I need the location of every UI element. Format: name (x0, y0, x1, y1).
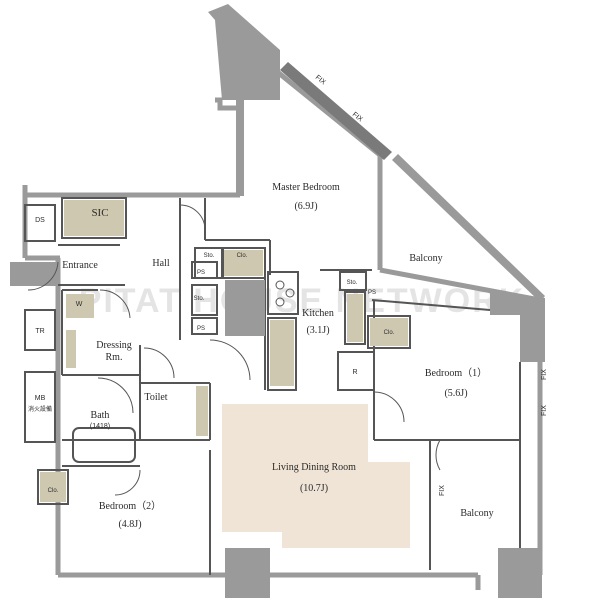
living-dining-size: (10.7J) (300, 483, 328, 494)
watermark: PITAT HOUSE NETWORK (79, 282, 526, 320)
master-bedroom-size: (6.9J) (294, 201, 317, 212)
ps-label: PS (197, 270, 205, 276)
storage-fills (40, 200, 408, 502)
structural-column-bottom-right (498, 548, 542, 598)
cooktop (275, 280, 295, 307)
dressing-room-label: Dressing (96, 340, 132, 351)
ds-label: DS (35, 217, 45, 224)
balcony-top-label: Balcony (409, 253, 442, 264)
mb-label: MB (35, 395, 46, 402)
bath-label: Bath (91, 410, 110, 421)
structural-column-right (490, 292, 545, 362)
kitchen-size: (3.1J) (306, 325, 329, 336)
mb-sub-label: 消火設備 (28, 405, 52, 413)
fix-label: FIX (314, 74, 327, 87)
closet-label: Clo. (384, 330, 395, 336)
storage-label: Sto. (194, 296, 205, 302)
storage-label: Sto. (347, 280, 358, 286)
structural-column-top (208, 4, 280, 100)
structural-column-bottom-mid (225, 548, 270, 598)
structural-wall-diagonal (280, 62, 392, 160)
sic-label: SIC (91, 207, 108, 219)
toilet-label: Toilet (144, 392, 167, 403)
storage-label: Sto. (204, 253, 215, 259)
bedroom1-label: Bedroom（1） (425, 367, 487, 379)
closet-label: Clo. (48, 488, 59, 494)
bedroom1-size: (5.6J) (444, 388, 467, 399)
structural-column-left (10, 262, 58, 286)
washer-label: W (76, 301, 83, 308)
living-dining-floor (222, 404, 410, 548)
entrance-label: Entrance (62, 260, 98, 271)
balcony-rail-diagonal (392, 154, 545, 302)
fix-label: FIX (541, 405, 548, 416)
dressing-room-sub: Rm. (106, 352, 123, 363)
hall-label: Hall (152, 258, 169, 269)
tr-label: TR (35, 328, 44, 335)
balcony-bottom-label: Balcony (460, 508, 493, 519)
doors (27, 204, 441, 496)
ps-label: PS (368, 290, 376, 296)
closet-label: Clo. (237, 253, 248, 259)
living-dining-label: Living Dining Room (272, 462, 356, 473)
fix-label: FIX (439, 485, 446, 496)
bedroom2-size: (4.8J) (118, 519, 141, 530)
kitchen-label: Kitchen (302, 308, 334, 319)
bath-size: (1418) (90, 423, 110, 430)
ps-label: PS (197, 326, 205, 332)
master-bedroom-label: Master Bedroom (272, 182, 340, 193)
fix-label: FIX (541, 369, 548, 380)
bedroom2-label: Bedroom（2） (99, 500, 161, 512)
structural-wall-upper-left (236, 100, 244, 196)
refrigerator-label: R (352, 369, 357, 376)
